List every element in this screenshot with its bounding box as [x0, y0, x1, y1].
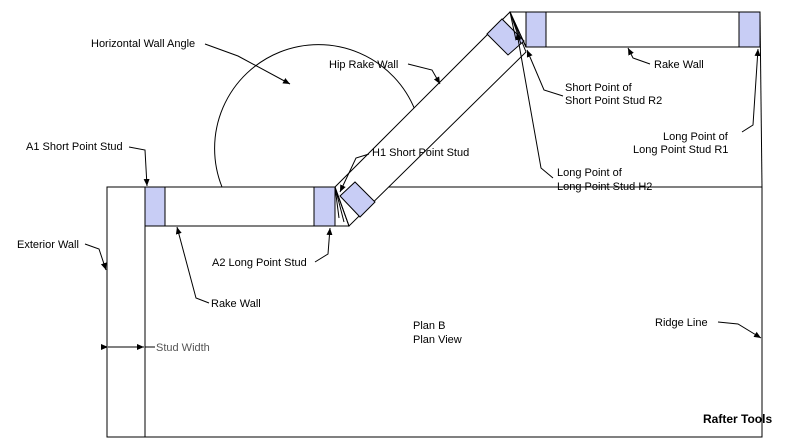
label-horizontal-wall-angle: Horizontal Wall Angle	[91, 38, 195, 50]
label-short-point-r2-line1: Short Point of	[565, 82, 633, 94]
stud-h2	[486, 18, 525, 56]
label-h1-short-point-stud: H1 Short Point Stud	[372, 147, 469, 159]
label-a1-short-point-stud: A1 Short Point Stud	[26, 141, 123, 153]
label-plan-subtitle: Plan View	[413, 334, 462, 346]
junction-fan-lines	[334, 11, 527, 227]
label-long-point-h2-line2: Long Point Stud H2	[557, 181, 652, 193]
horizontal-wall-angle-arc	[214, 44, 416, 188]
label-plan-title: Plan B	[413, 320, 445, 332]
plan-outline	[106, 186, 763, 438]
label-short-point-r2-line2: Short Point Stud R2	[565, 95, 662, 107]
leader-lines	[84, 32, 762, 339]
label-rake-wall-bottom: Rake Wall	[211, 298, 261, 310]
stud-r2	[525, 11, 547, 48]
stud-a1	[144, 186, 166, 227]
label-exterior-wall: Exterior Wall	[17, 239, 79, 251]
label-long-point-r1-line1: Long Point of	[663, 131, 729, 143]
label-hip-rake-wall: Hip Rake Wall	[329, 59, 398, 71]
label-rake-wall-top: Rake Wall	[654, 59, 704, 71]
label-long-point-r1-line2: Long Point Stud R1	[633, 144, 728, 156]
label-ridge-line: Ridge Line	[655, 317, 708, 329]
stud-h1	[339, 181, 376, 218]
label-stud-width: Stud Width	[156, 342, 210, 354]
stud-a2	[313, 186, 336, 227]
label-a2-long-point-stud: A2 Long Point Stud	[212, 257, 307, 269]
rake-wall-upper	[509, 11, 761, 48]
brand-label: Rafter Tools	[703, 412, 772, 426]
label-long-point-h2-line1: Long Point of	[557, 167, 623, 179]
stud-r1	[738, 11, 761, 48]
